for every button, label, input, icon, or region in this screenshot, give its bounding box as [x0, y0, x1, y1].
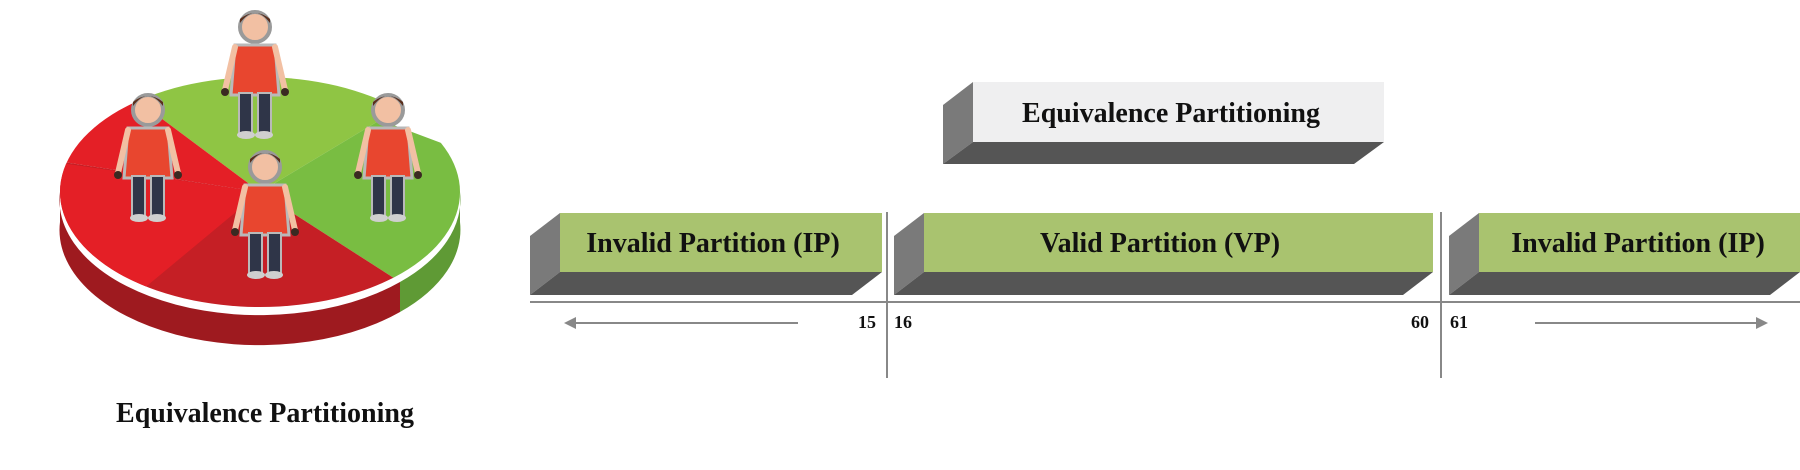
- pie-caption: Equivalence Partitioning: [116, 398, 414, 429]
- partition-box-3: Invalid Partition (IP): [1449, 213, 1800, 295]
- boundary-value-60: 60: [1411, 312, 1429, 332]
- header-box: Equivalence Partitioning: [943, 82, 1384, 164]
- pie-side-green: [400, 192, 461, 312]
- partition-label: Valid Partition (VP): [1040, 228, 1280, 259]
- partition-label: Invalid Partition (IP): [586, 228, 840, 259]
- arrow-left-icon: [564, 317, 576, 329]
- arrow-right-icon: [1756, 317, 1768, 329]
- partition-box-2: Valid Partition (VP): [894, 213, 1433, 295]
- partition-box-1: Invalid Partition (IP): [530, 213, 882, 295]
- boundary-value-16: 16: [894, 312, 912, 332]
- number-line: [530, 212, 1800, 378]
- pie-side-red: [59, 192, 401, 346]
- boundary-value-61: 61: [1450, 312, 1468, 332]
- partition-label: Invalid Partition (IP): [1511, 228, 1765, 259]
- boundary-value-15: 15: [858, 312, 876, 332]
- header-box-label: Equivalence Partitioning: [1022, 98, 1320, 129]
